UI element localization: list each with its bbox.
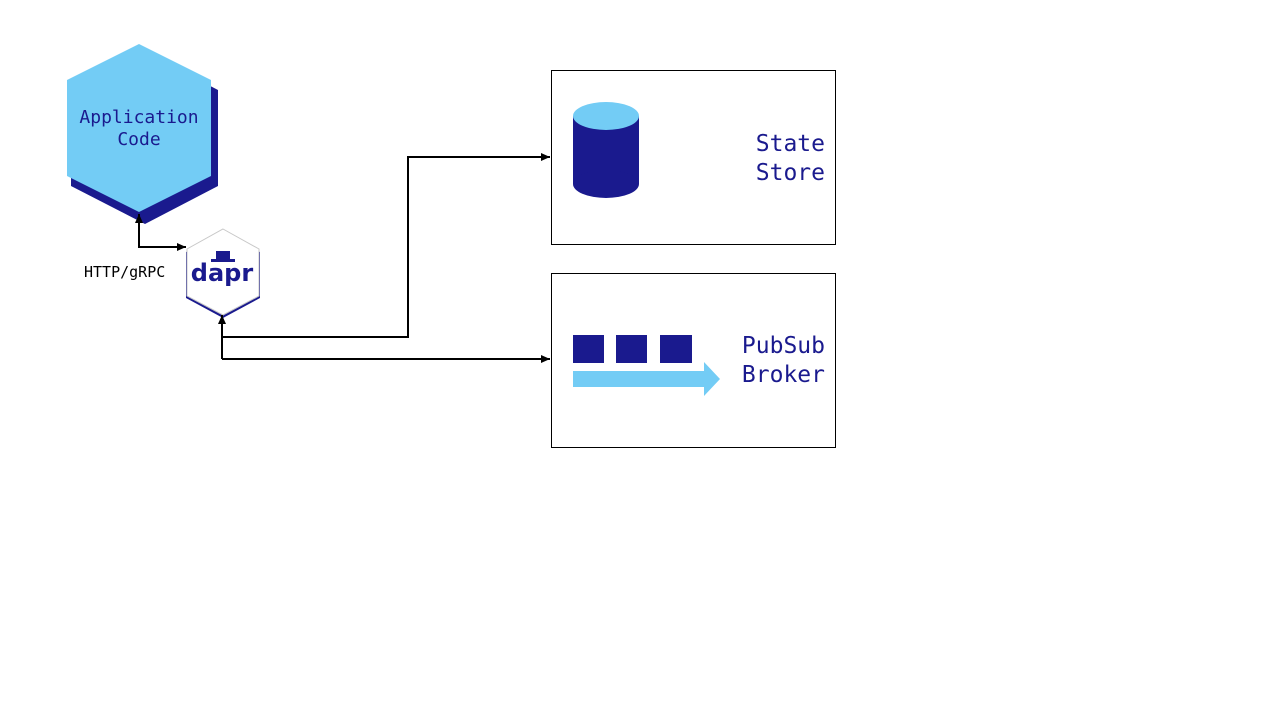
message-block-3 (660, 335, 692, 363)
state-store-component: State Store (551, 70, 836, 245)
pubsub-broker-component: PubSub Broker (551, 273, 836, 448)
application-label-line1: Application (79, 107, 198, 128)
application-label-line2: Code (117, 129, 160, 150)
message-block-2 (616, 335, 647, 363)
dapr-sidecar-node: dapr (186, 228, 260, 318)
message-queue-icon (573, 335, 720, 396)
pubsub-label-line1: PubSub (742, 333, 825, 359)
pubsub-label-line2: Broker (742, 362, 825, 388)
application-hexagon (67, 44, 211, 212)
application-code-node: Application Code (67, 44, 218, 224)
dapr-hat-icon (211, 251, 235, 262)
database-icon (573, 102, 639, 198)
message-flow-arrow-icon (573, 362, 720, 396)
dapr-to-state-store-connector (222, 153, 550, 338)
dapr-logo-text: dapr (191, 259, 254, 287)
state-store-label-line2: Store (756, 160, 825, 186)
message-block-1 (573, 335, 604, 363)
protocol-label: HTTP/gRPC (84, 263, 165, 281)
state-store-label-line1: State (756, 131, 825, 157)
